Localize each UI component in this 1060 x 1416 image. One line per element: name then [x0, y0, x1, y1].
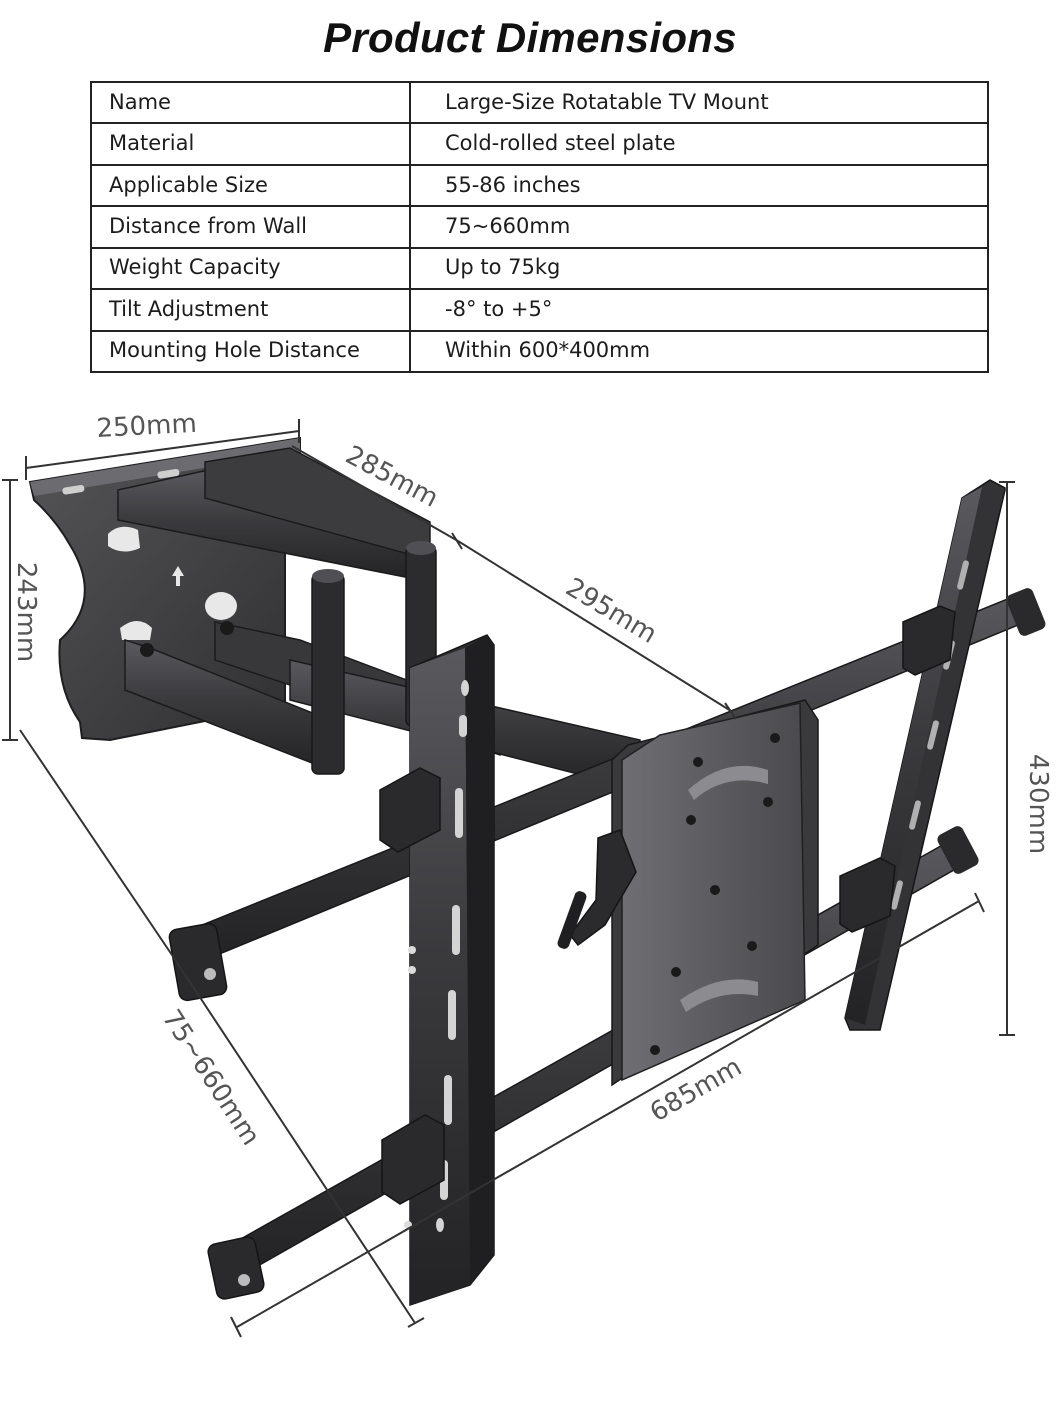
spec-row: Tilt Adjustment -8° to +5° [90, 288, 989, 332]
dim-rail-height: 430mm [1023, 754, 1053, 854]
spec-row: Distance from Wall 75~660mm [90, 205, 989, 249]
spec-value: Up to 75kg [409, 246, 989, 291]
spec-label: Weight Capacity [90, 246, 411, 291]
dim-extension: 75~660mm [156, 1004, 266, 1150]
tv-mount-dimension-drawing: 250mm 243mm 285mm 295mm 75~660mm 685mm 4… [2, 409, 1053, 1338]
spec-value: Within 600*400mm [409, 329, 989, 374]
spec-value: 75~660mm [409, 205, 989, 249]
spec-row: Weight Capacity Up to 75kg [90, 246, 989, 291]
dimension-lines [2, 419, 1015, 1338]
dim-arm-second: 295mm [560, 572, 661, 649]
dim-wall-plate-width: 250mm [96, 409, 198, 444]
spec-value: 55-86 inches [409, 163, 989, 208]
center-tilt-plate [557, 699, 819, 1087]
spec-label: Tilt Adjustment [90, 288, 411, 332]
spec-label: Distance from Wall [90, 205, 411, 249]
left-vertical-rail [379, 634, 495, 1307]
spec-row: Material Cold-rolled steel plate [90, 122, 989, 166]
spec-label: Mounting Hole Distance [90, 329, 411, 374]
spec-label: Applicable Size [90, 163, 411, 208]
spec-row: Name Large-Size Rotatable TV Mount [90, 80, 989, 125]
spec-row: Applicable Size 55-86 inches [90, 163, 989, 208]
spec-value: -8° to +5° [409, 288, 989, 332]
spec-row: Mounting Hole Distance Within 600*400mm [90, 329, 989, 374]
spec-label: Material [90, 122, 411, 166]
spec-label: Name [90, 80, 411, 125]
dim-wall-plate-height: 243mm [11, 562, 41, 662]
spec-table: Name Large-Size Rotatable TV Mount Mater… [90, 80, 989, 374]
right-vertical-rail [839, 479, 1006, 1031]
page-title: Product Dimensions [323, 14, 737, 61]
spec-value: Cold-rolled steel plate [409, 122, 989, 166]
spec-value: Large-Size Rotatable TV Mount [409, 80, 989, 125]
